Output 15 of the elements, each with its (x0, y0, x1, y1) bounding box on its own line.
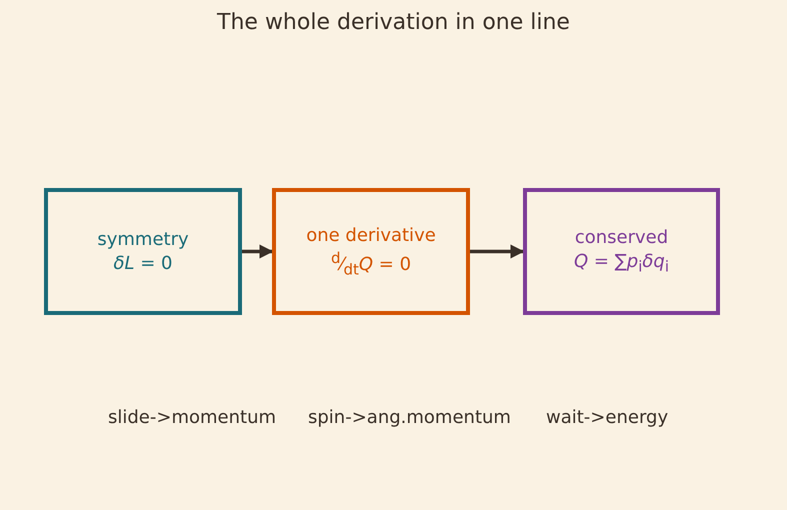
process-box (272, 188, 470, 315)
note: slide->momentum (108, 407, 276, 428)
node-label: symmetry (97, 228, 189, 250)
process-box (44, 188, 242, 315)
process-box (523, 188, 720, 315)
title: The whole derivation in one line (216, 10, 571, 35)
note: spin->ang.momentum (308, 407, 511, 428)
formula: δL = 0 (113, 252, 173, 274)
arrow (242, 244, 274, 258)
formula: Q = ∑p$_{i}$δq$_{i}$ (574, 251, 670, 276)
note: wait->energy (546, 407, 668, 428)
formula: $^{d}$⁄$_{dt}$Q = 0 (330, 248, 412, 278)
node-label: conserved (574, 227, 668, 249)
arrow (470, 244, 524, 258)
node-label: one derivative (306, 224, 436, 246)
